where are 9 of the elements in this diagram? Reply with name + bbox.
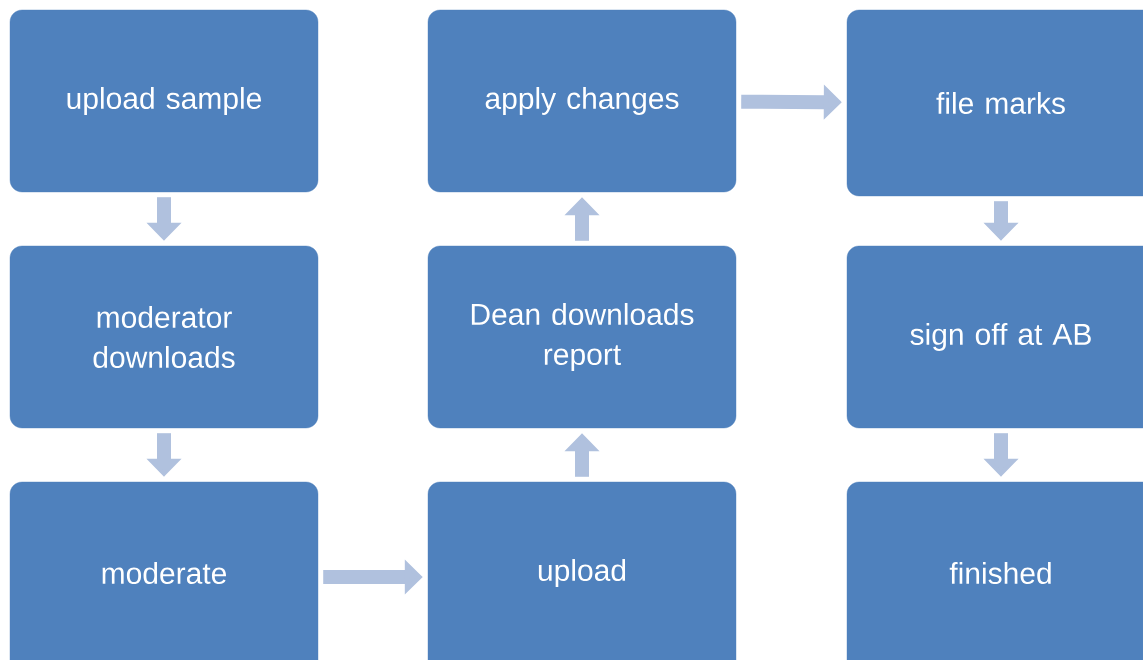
process-box: upload sample <box>9 9 319 193</box>
process-box: apply changes <box>427 9 737 193</box>
process-box: upload <box>427 481 737 660</box>
process-box: moderator downloads <box>9 245 319 429</box>
process-box: finished <box>846 481 1143 660</box>
process-box: moderate <box>9 481 319 660</box>
process-box: sign off at AB <box>846 245 1143 429</box>
process-box: Dean downloads report <box>427 245 737 429</box>
process-box: file marks <box>846 9 1143 197</box>
